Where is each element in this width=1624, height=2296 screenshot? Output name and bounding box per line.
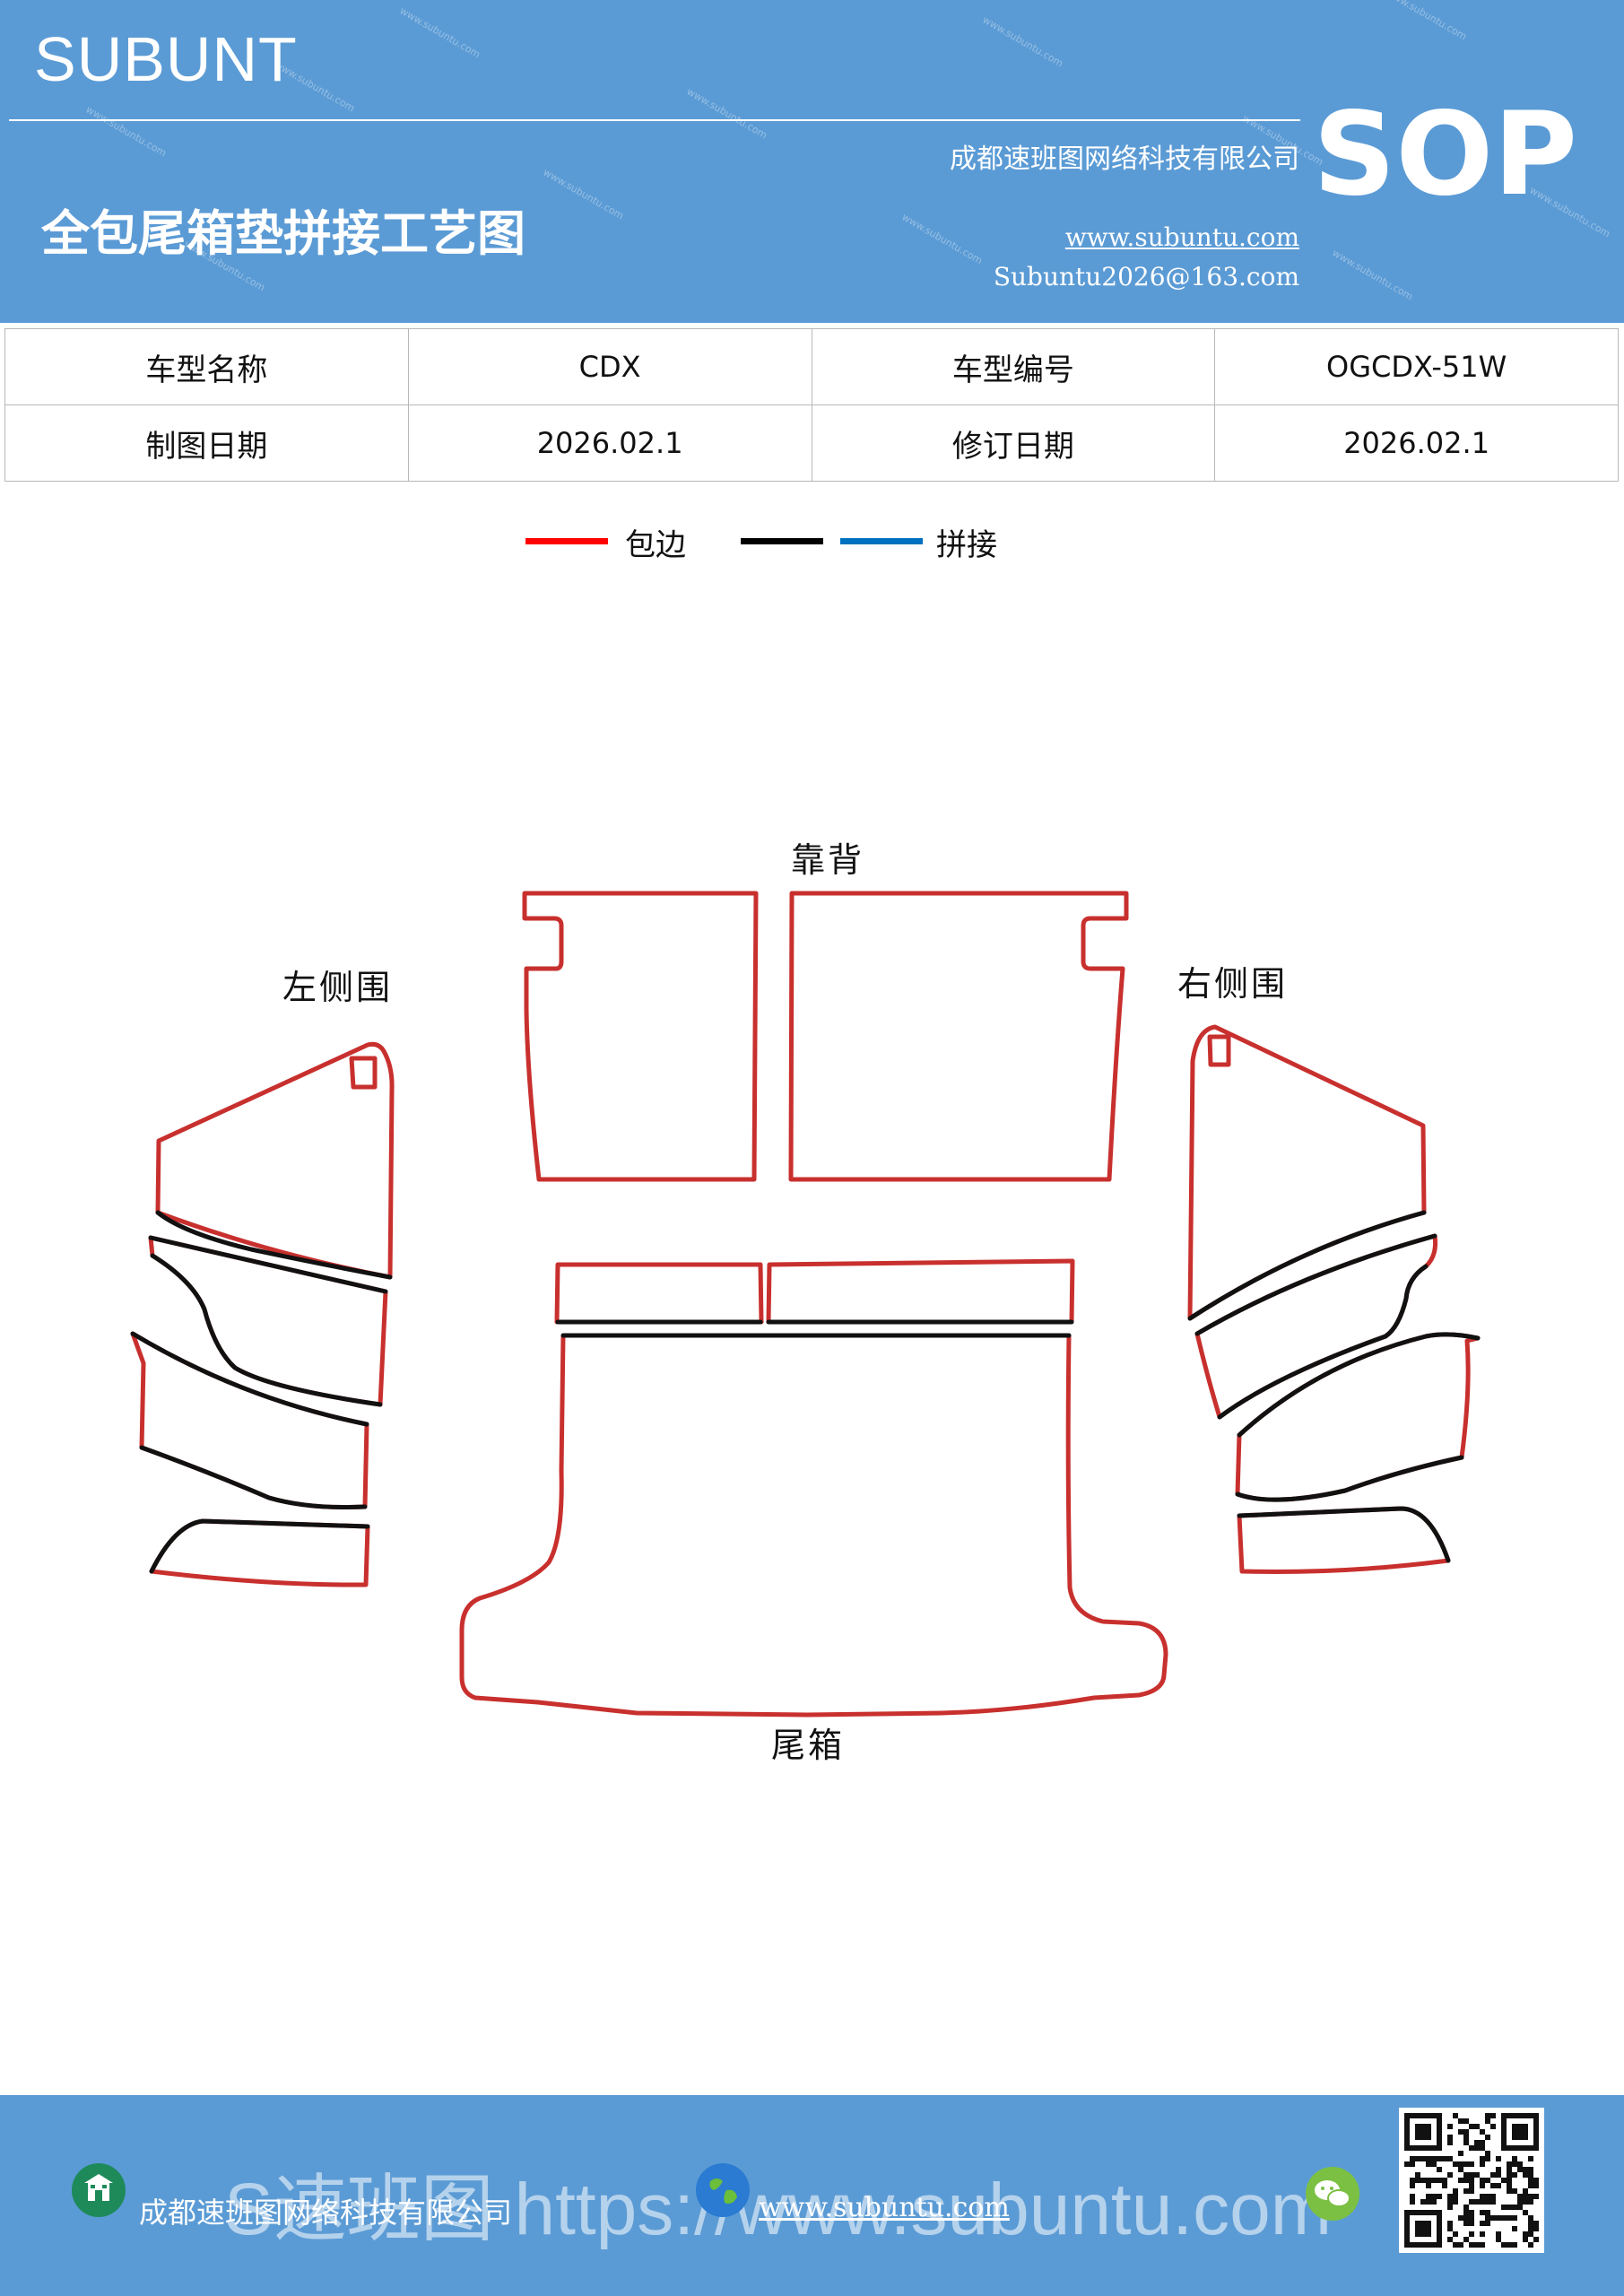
seam-right-1 — [1187, 1210, 1427, 1321]
revision-date-label: 修订日期 — [811, 404, 1216, 482]
trunk-floor-panel — [459, 1333, 1168, 1718]
revision-date-value: 2026.02.1 — [1214, 404, 1619, 482]
legend-label-edge: 包边 — [625, 527, 686, 563]
seam-left-1 — [155, 1210, 393, 1280]
model-code-value: OGCDX-51W — [1214, 328, 1619, 405]
backrest-left-panel — [522, 891, 759, 1182]
seam-right-3b — [1235, 1455, 1464, 1502]
footer-watermark: S速班图 https://www.subuntu.com — [224, 2169, 1333, 2250]
legend-label-seam: 拼接 — [936, 527, 997, 563]
seam-right-4 — [1237, 1506, 1451, 1563]
model-code-label: 车型编号 — [811, 328, 1216, 405]
seam-right-2b — [1217, 1264, 1429, 1420]
model-name-label: 车型名称 — [4, 328, 409, 405]
globe-icon — [696, 2163, 750, 2217]
qr-code — [1399, 2108, 1544, 2253]
seam-right-2a — [1194, 1233, 1437, 1336]
legend: 包边 拼接 — [0, 520, 1624, 574]
right-side-panel-2 — [1194, 1233, 1437, 1420]
vehicle-info-table: 车型名称 CDX 车型编号 OGCDX-51W 制图日期 2026.02.1 修… — [4, 328, 1619, 482]
model-name-value: CDX — [407, 328, 812, 405]
right-side-panel-4 — [1237, 1506, 1451, 1574]
label-left-side: 左侧围 — [282, 968, 394, 1007]
footer-url[interactable]: www.subuntu.com — [759, 2192, 1010, 2223]
seam-left-2a — [148, 1235, 388, 1294]
brand-name: SUBUNT — [34, 24, 298, 94]
table-row: 车型名称 CDX 车型编号 OGCDX-51W — [4, 328, 1619, 405]
draw-date-label: 制图日期 — [4, 404, 409, 482]
legend-swatch-edge — [525, 538, 608, 544]
building-icon — [72, 2163, 126, 2217]
left-side-clip — [349, 1056, 378, 1090]
right-side-clip — [1207, 1034, 1231, 1067]
header-divider — [9, 119, 1300, 121]
label-right-side: 右侧围 — [1177, 964, 1289, 1004]
label-trunk: 尾箱 — [771, 1726, 846, 1765]
wechat-icon — [1306, 2167, 1359, 2221]
sop-badge: SOP — [1313, 88, 1577, 222]
seam-right-3a — [1237, 1332, 1481, 1438]
contact-email[interactable]: Subuntu2026@163.com — [993, 262, 1299, 291]
label-backrest: 靠背 — [791, 840, 865, 880]
draw-date-value: 2026.02.1 — [407, 404, 812, 482]
footer-banner: S速班图 https://www.subuntu.com 成都速班图网络科技有限… — [0, 2095, 1624, 2296]
legend-swatch-seam-black — [741, 538, 823, 544]
seam-left-3a — [130, 1331, 369, 1427]
table-row: 制图日期 2026.02.1 修订日期 2026.02.1 — [4, 404, 1619, 482]
backrest-right-panel — [788, 891, 1129, 1182]
trunk-strip-right — [766, 1258, 1075, 1325]
website-link[interactable]: www.subuntu.com — [1064, 222, 1299, 252]
legend-swatch-seam-blue — [840, 538, 923, 544]
footer-company: 成都速班图网络科技有限公司 — [139, 2196, 513, 2230]
seam-left-2b — [150, 1253, 383, 1407]
document-title: 全包尾箱垫拼接工艺图 — [41, 204, 525, 262]
right-side-panel-1 — [1187, 1024, 1427, 1321]
trunk-strip-left — [554, 1262, 764, 1325]
seam-left-4 — [149, 1518, 370, 1574]
seam-left-3b — [139, 1445, 368, 1510]
left-side-panel-3 — [130, 1331, 369, 1510]
company-name: 成都速班图网络科技有限公司 — [950, 144, 1299, 175]
left-side-panel-1 — [155, 1041, 395, 1280]
